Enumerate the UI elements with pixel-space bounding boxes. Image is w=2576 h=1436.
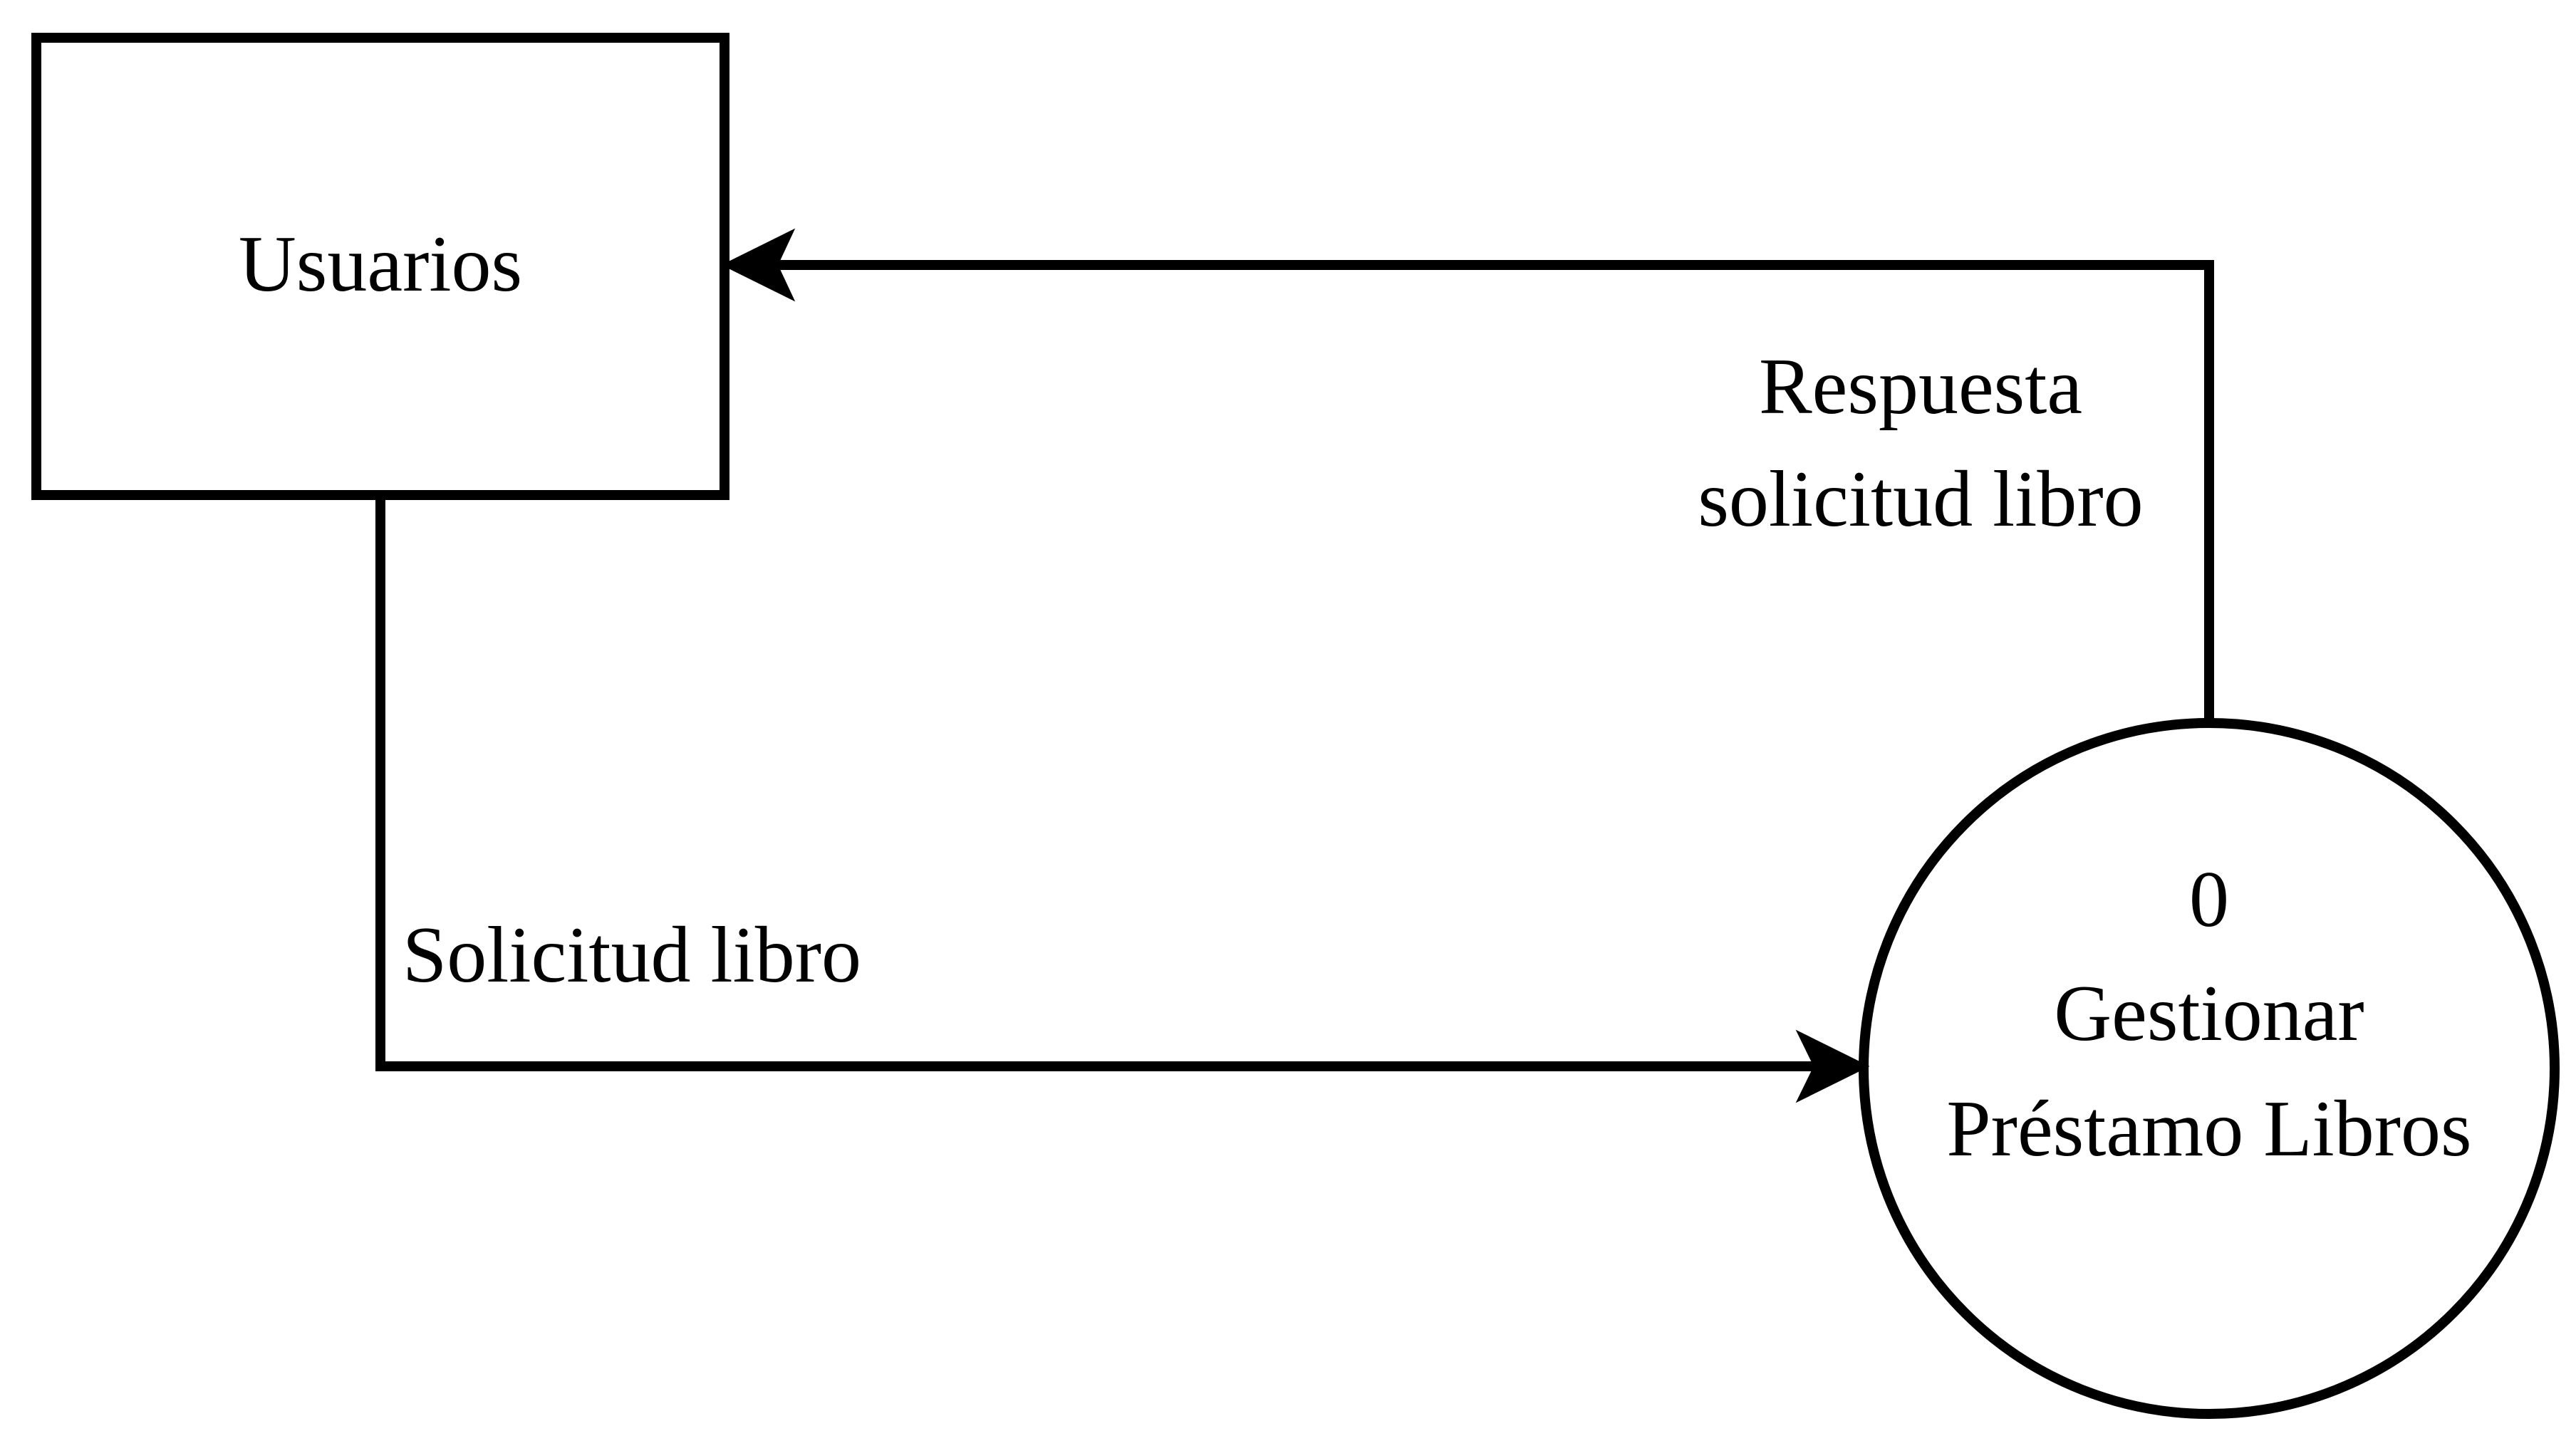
flow-request-label: Solicitud libro xyxy=(402,911,861,999)
process-name-line2: Préstamo Libros xyxy=(1946,1085,2471,1173)
flow-solicitud-libro[interactable]: Solicitud libro xyxy=(375,495,1870,1103)
flow-response-label-line2: solicitud libro xyxy=(1698,455,2143,543)
flow-response-label-line1: Respuesta xyxy=(1759,343,2082,431)
entity-usuarios[interactable]: Usuarios xyxy=(31,33,729,500)
process-gestionar-prestamo[interactable]: 0 Gestionar Préstamo Libros xyxy=(1859,718,2560,1419)
process-name-line1: Gestionar xyxy=(2054,969,2364,1058)
flow-request-arrowhead xyxy=(1795,1029,1870,1103)
process-number: 0 xyxy=(2189,855,2229,944)
process-circle xyxy=(1859,718,2560,1419)
flow-response-arrowhead xyxy=(721,228,796,302)
entity-label: Usuarios xyxy=(239,220,522,308)
entity-box xyxy=(31,33,729,500)
flow-response-line xyxy=(777,260,2214,723)
flow-respuesta-solicitud[interactable]: Respuesta solicitud libro xyxy=(721,228,2214,723)
flow-request-line xyxy=(375,495,1815,1071)
